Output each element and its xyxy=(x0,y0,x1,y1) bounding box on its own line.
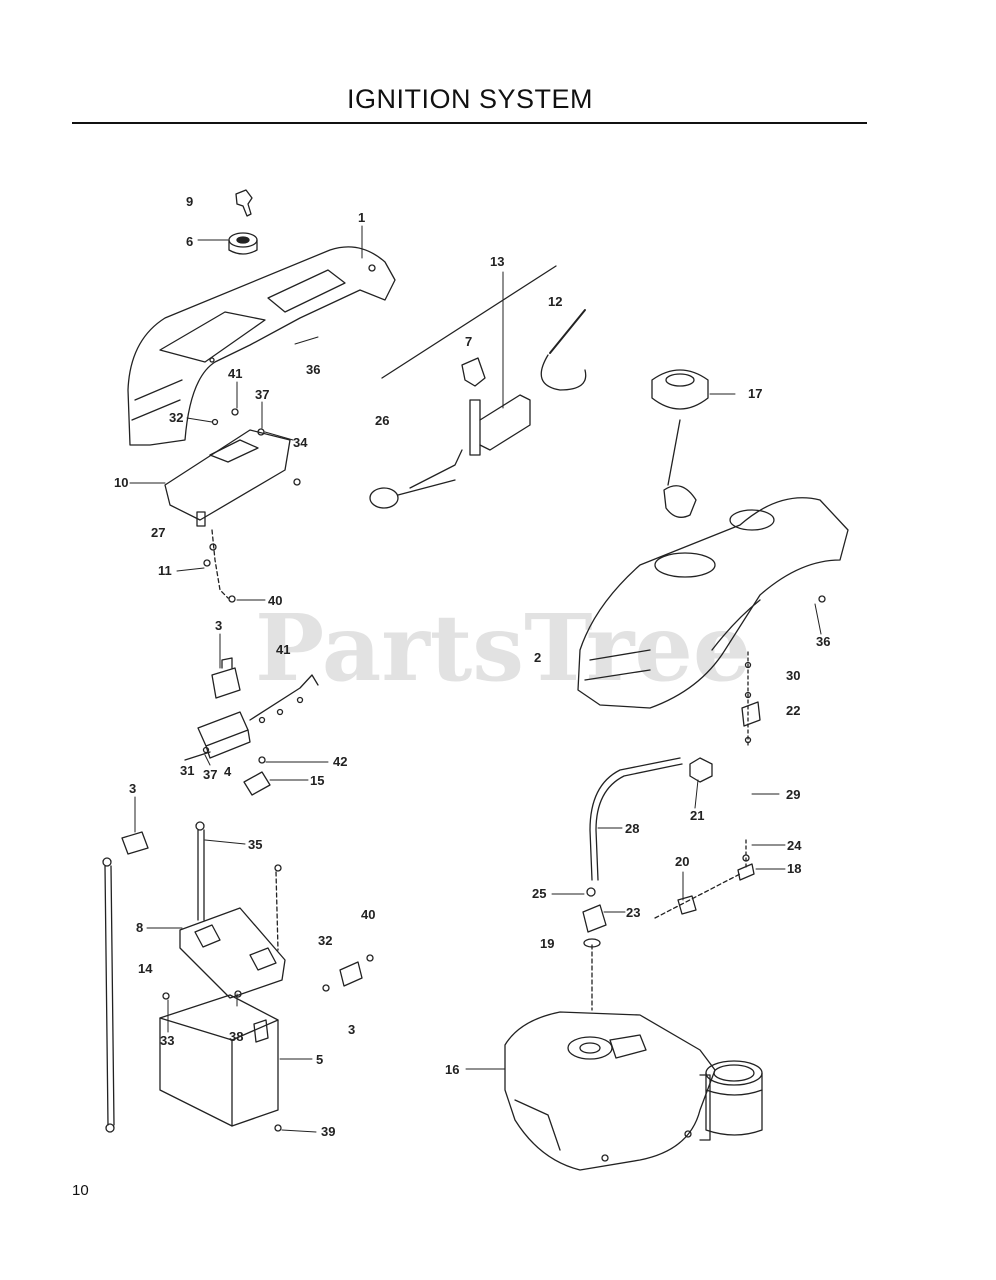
callout-1: 1 xyxy=(358,210,365,225)
watermark-text: PartsTree xyxy=(255,594,751,702)
callout-37-top: 37 xyxy=(255,387,269,402)
callout-35: 35 xyxy=(248,837,262,852)
switch-module xyxy=(184,674,319,761)
ignition-switch xyxy=(228,232,258,255)
leader-lines xyxy=(129,225,822,1133)
callout-39: 39 xyxy=(321,1124,335,1139)
callout-27: 27 xyxy=(151,525,165,540)
callout-29: 29 xyxy=(786,787,800,802)
callout-17: 17 xyxy=(748,386,762,401)
battery xyxy=(159,990,282,1132)
terminal-clamp xyxy=(322,954,374,992)
callout-26: 26 xyxy=(375,413,389,428)
battery-cable xyxy=(102,857,115,1133)
callout-23: 23 xyxy=(626,905,640,920)
page-title: IGNITION SYSTEM xyxy=(346,84,594,114)
fuel-line xyxy=(582,757,713,1011)
callout-11: 11 xyxy=(158,563,172,578)
callout-36-right: 36 xyxy=(816,634,830,649)
callout-33: 33 xyxy=(160,1033,174,1048)
callout-25: 25 xyxy=(532,886,546,901)
callout-41-mid: 41 xyxy=(276,642,290,657)
callout-4: 4 xyxy=(224,764,232,779)
fuel-tank xyxy=(504,1011,763,1171)
callout-32-top: 32 xyxy=(169,410,183,425)
battery-bolt xyxy=(195,821,205,921)
callout-20: 20 xyxy=(675,854,689,869)
callout-37-mid: 37 xyxy=(203,767,217,782)
callout-40-top: 40 xyxy=(268,593,282,608)
callout-12: 12 xyxy=(548,294,562,309)
relay-3 xyxy=(211,657,241,699)
callout-32-bottom: 32 xyxy=(318,933,332,948)
callout-3-fuse: 3 xyxy=(129,781,136,796)
callout-3-clamp: 3 xyxy=(348,1022,355,1037)
callout-8: 8 xyxy=(136,920,143,935)
callout-15: 15 xyxy=(310,773,324,788)
fuel-fittings xyxy=(654,651,761,919)
callout-24: 24 xyxy=(787,838,802,853)
connector-15 xyxy=(243,771,271,796)
callout-16: 16 xyxy=(445,1062,459,1077)
callout-9: 9 xyxy=(186,194,193,209)
battery-tray xyxy=(179,864,286,999)
title-rule xyxy=(72,122,867,124)
callout-14: 14 xyxy=(138,961,153,976)
throttle-assembly xyxy=(369,265,557,509)
callout-6: 6 xyxy=(186,234,193,249)
dash-console xyxy=(127,246,396,446)
callout-7: 7 xyxy=(465,334,472,349)
callout-22: 22 xyxy=(786,703,800,718)
callout-5: 5 xyxy=(316,1052,323,1067)
fuel-cap xyxy=(651,369,709,518)
fender-hood xyxy=(577,497,849,709)
callout-40-bottom: 40 xyxy=(361,907,375,922)
callout-41-top: 41 xyxy=(228,366,242,381)
callout-30: 30 xyxy=(786,668,800,683)
dash-bracket xyxy=(164,429,301,527)
callout-18: 18 xyxy=(787,861,801,876)
callout-31: 31 xyxy=(180,763,194,778)
callout-19: 19 xyxy=(540,936,554,951)
callout-28: 28 xyxy=(625,821,639,836)
ignition-key xyxy=(235,189,253,217)
callout-13: 13 xyxy=(490,254,504,269)
throttle-cable xyxy=(540,309,587,391)
fuse-holder xyxy=(121,831,149,855)
callout-42: 42 xyxy=(333,754,347,769)
callout-34: 34 xyxy=(293,435,308,450)
callout-38: 38 xyxy=(229,1029,243,1044)
callout-2: 2 xyxy=(534,650,541,665)
callout-21: 21 xyxy=(690,808,704,823)
callout-36-top: 36 xyxy=(306,362,320,377)
callout-10: 10 xyxy=(114,475,128,490)
page-number: 10 xyxy=(72,1182,89,1199)
callout-3-relay: 3 xyxy=(215,618,222,633)
